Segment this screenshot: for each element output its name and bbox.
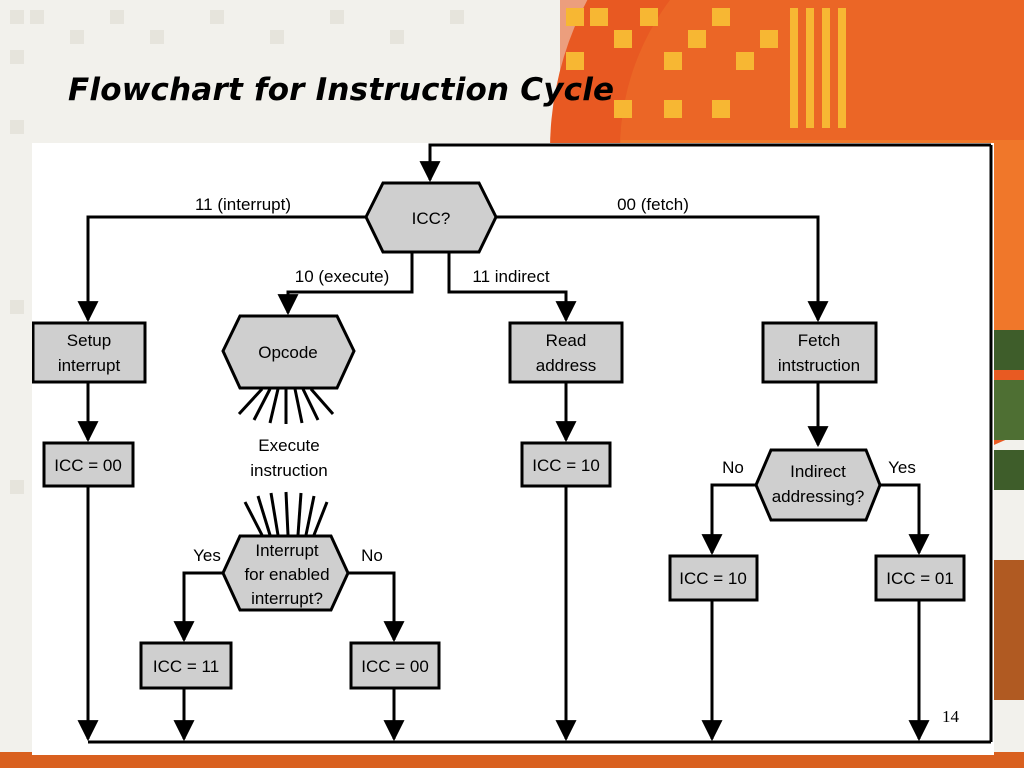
connector-interrupt-branch xyxy=(77,215,366,323)
yellow-mosaic xyxy=(566,8,846,128)
icc-00-right-label: ICC = 00 xyxy=(361,657,429,676)
setup-interrupt-label-2: interrupt xyxy=(58,356,121,375)
icc-01-label: ICC = 01 xyxy=(886,569,954,588)
opcode-label: Opcode xyxy=(258,343,318,362)
connector-indirect-no xyxy=(701,483,756,556)
interrupt-decision-label-1: Interrupt xyxy=(255,541,319,560)
icc-decision-hexagon xyxy=(364,181,498,254)
fetch-instruction-label-2: intstruction xyxy=(778,356,860,375)
loop-back-connector xyxy=(419,143,991,183)
edge-label-execute: 10 (execute) xyxy=(295,267,390,286)
icc-11-box xyxy=(139,641,233,690)
connector-interrupt-yes xyxy=(173,571,236,643)
fetch-instruction-box xyxy=(761,321,878,384)
opcode-hexagon xyxy=(221,314,356,390)
read-address-label-1: Read xyxy=(546,331,587,350)
edge-label-no-right: No xyxy=(722,458,744,477)
icc-10-mid-label: ICC = 10 xyxy=(532,456,600,475)
connector-execute-branch xyxy=(277,252,414,316)
background-tile-pattern xyxy=(10,10,464,494)
fetch-instruction-label-1: Fetch xyxy=(798,331,841,350)
icc-10-mid-box xyxy=(520,441,612,488)
interrupt-decision-hexagon xyxy=(221,534,350,612)
edge-label-fetch: 00 (fetch) xyxy=(617,195,689,214)
read-address-label-2: address xyxy=(536,356,596,375)
edge-label-yes-left: Yes xyxy=(193,546,221,565)
icc-10-right-box xyxy=(668,554,759,602)
setup-interrupt-label-1: Setup xyxy=(67,331,111,350)
edge-label-yes-right: Yes xyxy=(888,458,916,477)
icc-00-right-box xyxy=(349,641,441,690)
icc-00-left-label: ICC = 00 xyxy=(54,456,122,475)
opcode-fan-rays xyxy=(237,387,335,536)
page-number: 14 xyxy=(942,707,959,726)
connector-interrupt-no xyxy=(347,571,405,643)
read-address-box xyxy=(508,321,624,384)
instruction-cycle-flowchart: ICC? 11 (interrupt) 00 (fetch) 10 (execu… xyxy=(32,143,993,744)
connector-lines xyxy=(77,143,993,744)
connector-fetch-branch xyxy=(496,215,829,323)
icc-10-right-label: ICC = 10 xyxy=(679,569,747,588)
green-bars xyxy=(0,330,1024,768)
icc-01-box xyxy=(874,554,966,602)
edge-label-indirect: 11 indirect xyxy=(472,267,549,286)
icc-00-left-box xyxy=(42,441,135,488)
connector-indirect-branch xyxy=(447,252,577,323)
interrupt-decision-label-2: for enabled xyxy=(244,565,329,584)
execute-instruction-label-2: instruction xyxy=(250,461,327,480)
flowchart-panel: ICC? 11 (interrupt) 00 (fetch) 10 (execu… xyxy=(32,143,994,755)
slide-title: Flowchart for Instruction Cycle xyxy=(68,72,615,108)
setup-interrupt-box xyxy=(32,321,147,384)
connector-indirect-yes xyxy=(880,483,930,556)
indirect-decision-hexagon xyxy=(754,448,882,522)
interrupt-decision-label-3: interrupt? xyxy=(251,589,323,608)
edge-label-no-left: No xyxy=(361,546,383,565)
execute-instruction-label-1: Execute xyxy=(258,436,319,455)
icc-decision-label: ICC? xyxy=(412,209,451,228)
edge-label-interrupt: 11 (interrupt) xyxy=(195,195,291,214)
icc-11-label: ICC = 11 xyxy=(153,657,219,676)
indirect-decision-label-2: addressing? xyxy=(772,487,865,506)
indirect-decision-label-1: Indirect xyxy=(790,462,846,481)
